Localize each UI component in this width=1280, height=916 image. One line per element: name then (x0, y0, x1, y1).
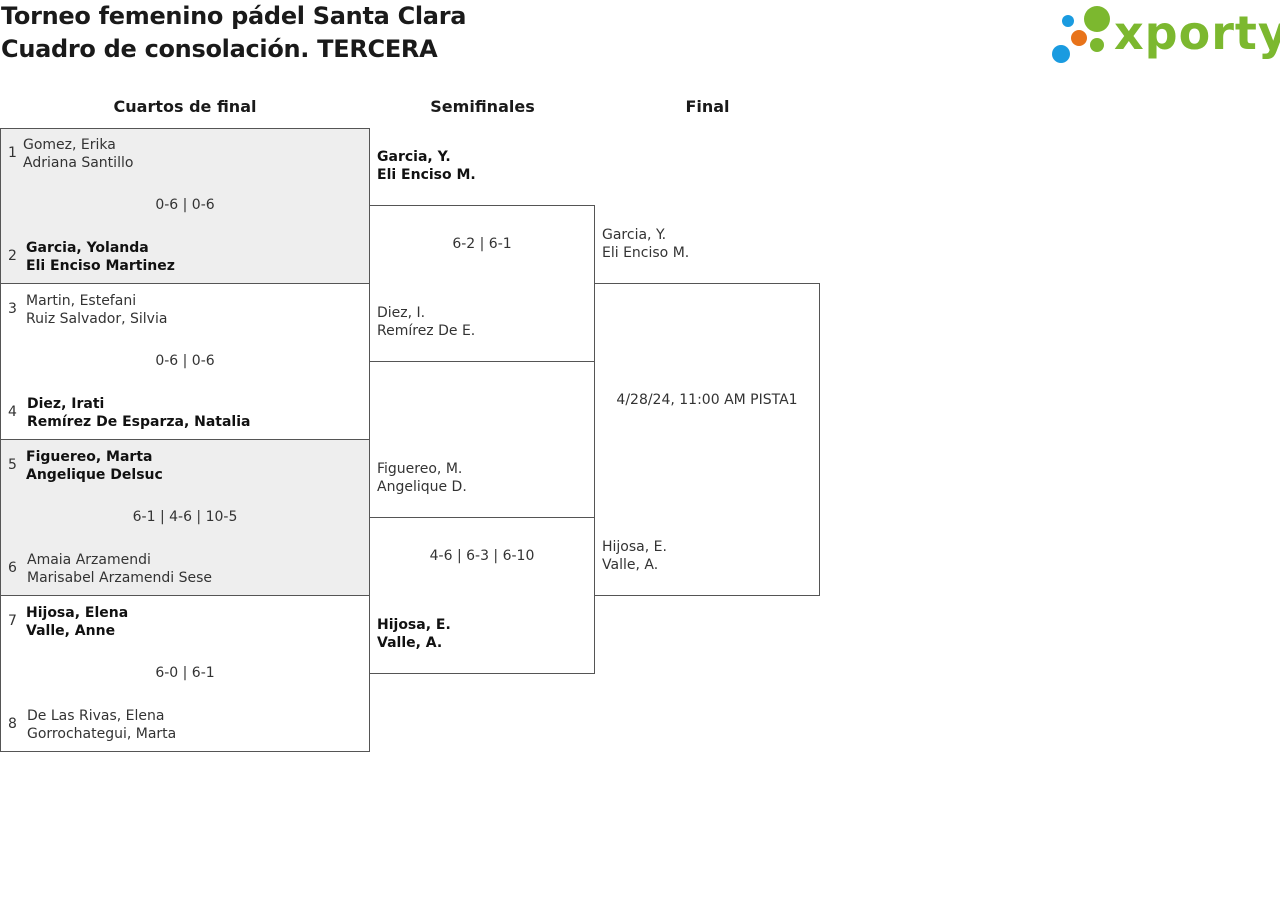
col-header-quarterfinals: Cuartos de final (113, 97, 257, 116)
final-team-b[interactable]: Hijosa, E. Valle, A. (602, 538, 667, 574)
qf2-team-a[interactable]: Martin, Estefani Ruiz Salvador, Silvia (26, 292, 167, 328)
player-name: Valle, A. (377, 635, 443, 651)
tournament-title: Torneo femenino pádel Santa Clara (1, 2, 467, 30)
player-name: Garcia, Yolanda (26, 240, 149, 256)
final-team-a[interactable]: Garcia, Y. Eli Enciso M. (602, 226, 689, 262)
sf1-team-b[interactable]: Diez, I. Remírez De E. (377, 304, 475, 340)
player-name: Hijosa, E. (377, 617, 451, 633)
final-match[interactable] (594, 283, 820, 596)
qf1-team-a[interactable]: Gomez, Erika Adriana Santillo (23, 136, 133, 172)
logo-dot-orange (1071, 30, 1087, 46)
player-name: Adriana Santillo (23, 155, 134, 171)
qf1-score: 0-6 | 0-6 (155, 197, 215, 213)
player-name: Remírez De Esparza, Natalia (27, 414, 251, 430)
seed-number: 6 (8, 560, 17, 576)
qf4-score: 6-0 | 6-1 (155, 665, 215, 681)
player-name: Eli Enciso M. (602, 245, 690, 261)
logo-dot-green (1084, 6, 1110, 32)
player-name: Remírez De E. (377, 323, 476, 339)
player-name: Valle, Anne (26, 623, 116, 639)
qf1-team-b-winner[interactable]: Garcia, Yolanda Eli Enciso Martinez (26, 239, 175, 275)
player-name: Diez, I. (377, 305, 426, 321)
logo-dot-blue (1052, 45, 1070, 63)
qf-match-3[interactable] (0, 439, 370, 596)
qf3-team-a-winner[interactable]: Figuereo, Marta Angelique Delsuc (26, 448, 163, 484)
seed-number: 5 (8, 457, 17, 473)
sf2-team-a[interactable]: Figuereo, M. Angelique D. (377, 460, 467, 496)
player-name: Gomez, Erika (23, 137, 116, 153)
player-name: Martin, Estefani (26, 293, 137, 309)
draw-subtitle: Cuadro de consolación. TERCERA (1, 35, 438, 63)
logo-dot-green-small (1090, 38, 1104, 52)
seed-number: 3 (8, 301, 17, 317)
final-schedule: 4/28/24, 11:00 AM PISTA1 (616, 392, 798, 408)
seed-number: 2 (8, 248, 17, 264)
player-name: Figuereo, M. (377, 461, 463, 477)
player-name: Ruiz Salvador, Silvia (26, 311, 168, 327)
qf-match-1[interactable] (0, 128, 370, 284)
player-name: Hijosa, Elena (26, 605, 129, 621)
qf3-team-b[interactable]: Amaia Arzamendi Marisabel Arzamendi Sese (27, 551, 212, 587)
player-name: Angelique Delsuc (26, 467, 163, 483)
player-name: Figuereo, Marta (26, 449, 153, 465)
sf1-score: 6-2 | 6-1 (452, 236, 512, 252)
player-name: Gorrochategui, Marta (27, 726, 177, 742)
sf1-team-a-winner[interactable]: Garcia, Y. Eli Enciso M. (377, 148, 476, 184)
player-name: De Las Rivas, Elena (27, 708, 165, 724)
sf2-score: 4-6 | 6-3 | 6-10 (429, 548, 535, 564)
player-name: Eli Enciso M. (377, 167, 476, 183)
player-name: Eli Enciso Martinez (26, 258, 175, 274)
seed-number: 8 (8, 716, 17, 732)
qf4-team-a-winner[interactable]: Hijosa, Elena Valle, Anne (26, 604, 128, 640)
player-name: Amaia Arzamendi (27, 552, 151, 568)
seed-number: 1 (8, 145, 17, 161)
seed-number: 7 (8, 613, 17, 629)
sf2-team-b-winner[interactable]: Hijosa, E. Valle, A. (377, 616, 451, 652)
seed-number: 4 (8, 404, 17, 420)
player-name: Garcia, Y. (377, 149, 451, 165)
col-header-semifinals: Semifinales (430, 97, 535, 116)
player-name: Garcia, Y. (602, 227, 667, 243)
col-header-final: Final (685, 97, 730, 116)
player-name: Hijosa, E. (602, 539, 667, 555)
player-name: Valle, A. (602, 557, 659, 573)
logo-wordmark: xporty (1114, 6, 1280, 60)
qf4-team-b[interactable]: De Las Rivas, Elena Gorrochategui, Marta (27, 707, 176, 743)
logo-dot-blue-small (1062, 15, 1074, 27)
player-name: Diez, Irati (27, 396, 105, 412)
qf2-score: 0-6 | 0-6 (155, 353, 215, 369)
player-name: Marisabel Arzamendi Sese (27, 570, 213, 586)
qf2-team-b-winner[interactable]: Diez, Irati Remírez De Esparza, Natalia (27, 395, 250, 431)
qf3-score: 6-1 | 4-6 | 10-5 (132, 509, 238, 525)
xporty-logo[interactable]: xporty (1050, 4, 1280, 66)
player-name: Angelique D. (377, 479, 467, 495)
